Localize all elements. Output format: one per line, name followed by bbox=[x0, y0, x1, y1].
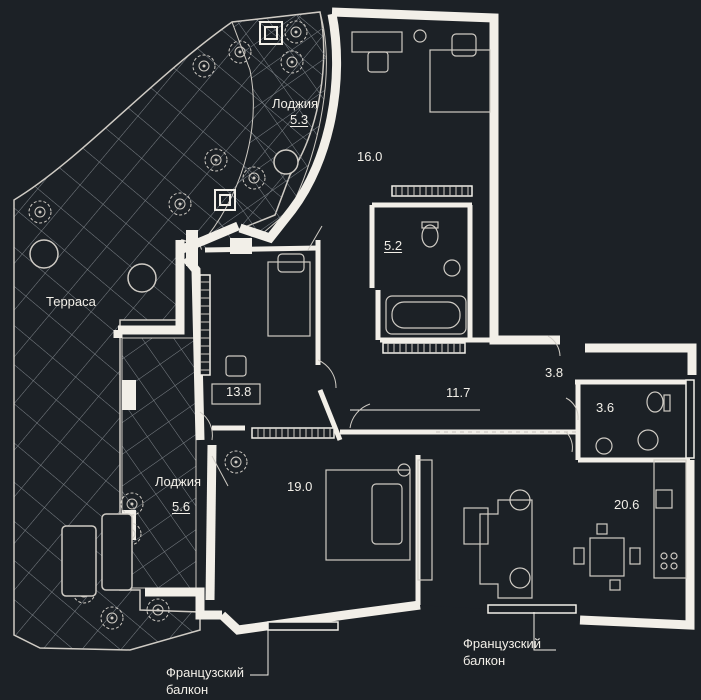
wardrobe-icon bbox=[417, 431, 576, 581]
desk-icon bbox=[211, 29, 427, 477]
bathtub-icon bbox=[385, 295, 467, 335]
callout-line-2: балкон bbox=[166, 682, 209, 697]
loggia-left-area: 5.6 bbox=[172, 499, 191, 514]
bed-icon bbox=[267, 33, 491, 561]
loggia-top-label: Лоджия bbox=[272, 96, 319, 111]
loggia-top-area: 5.3 bbox=[290, 112, 309, 127]
room-area-label: 20.6 bbox=[614, 497, 640, 512]
callout-line-1: Французский bbox=[166, 665, 244, 680]
room-area-label: 3.6 bbox=[596, 400, 615, 415]
sink-icon bbox=[443, 259, 659, 455]
french-balcony-right-callout: Французский балкон bbox=[463, 635, 541, 669]
apartment-floor bbox=[178, 22, 690, 630]
loggia-left-area bbox=[121, 337, 197, 589]
terrace-label: Терраса bbox=[46, 294, 96, 309]
room-area-label: 5.2 bbox=[384, 238, 403, 253]
room-area-label: 19.0 bbox=[287, 479, 313, 494]
sofa-icon bbox=[463, 489, 533, 599]
dining-table-icon bbox=[573, 523, 641, 591]
room-area-label: 16.0 bbox=[357, 149, 383, 164]
room-area-label: 11.7 bbox=[446, 385, 471, 400]
planter-icon bbox=[214, 21, 283, 211]
lounger-icon bbox=[29, 149, 299, 597]
callout-line-1: Французский bbox=[463, 636, 541, 651]
french-balcony-left-callout: Французский балкон bbox=[166, 664, 244, 698]
loggia-curved-wall bbox=[238, 13, 342, 244]
room-area-label: 13.8 bbox=[226, 384, 252, 399]
callout-line-2: балкон bbox=[463, 653, 506, 668]
toilet-icon bbox=[421, 221, 671, 413]
room-area-label: 3.8 bbox=[545, 365, 564, 380]
stove-icon bbox=[653, 459, 687, 579]
door-swings bbox=[199, 225, 579, 487]
loggia-left-label: Лоджия bbox=[155, 474, 202, 489]
